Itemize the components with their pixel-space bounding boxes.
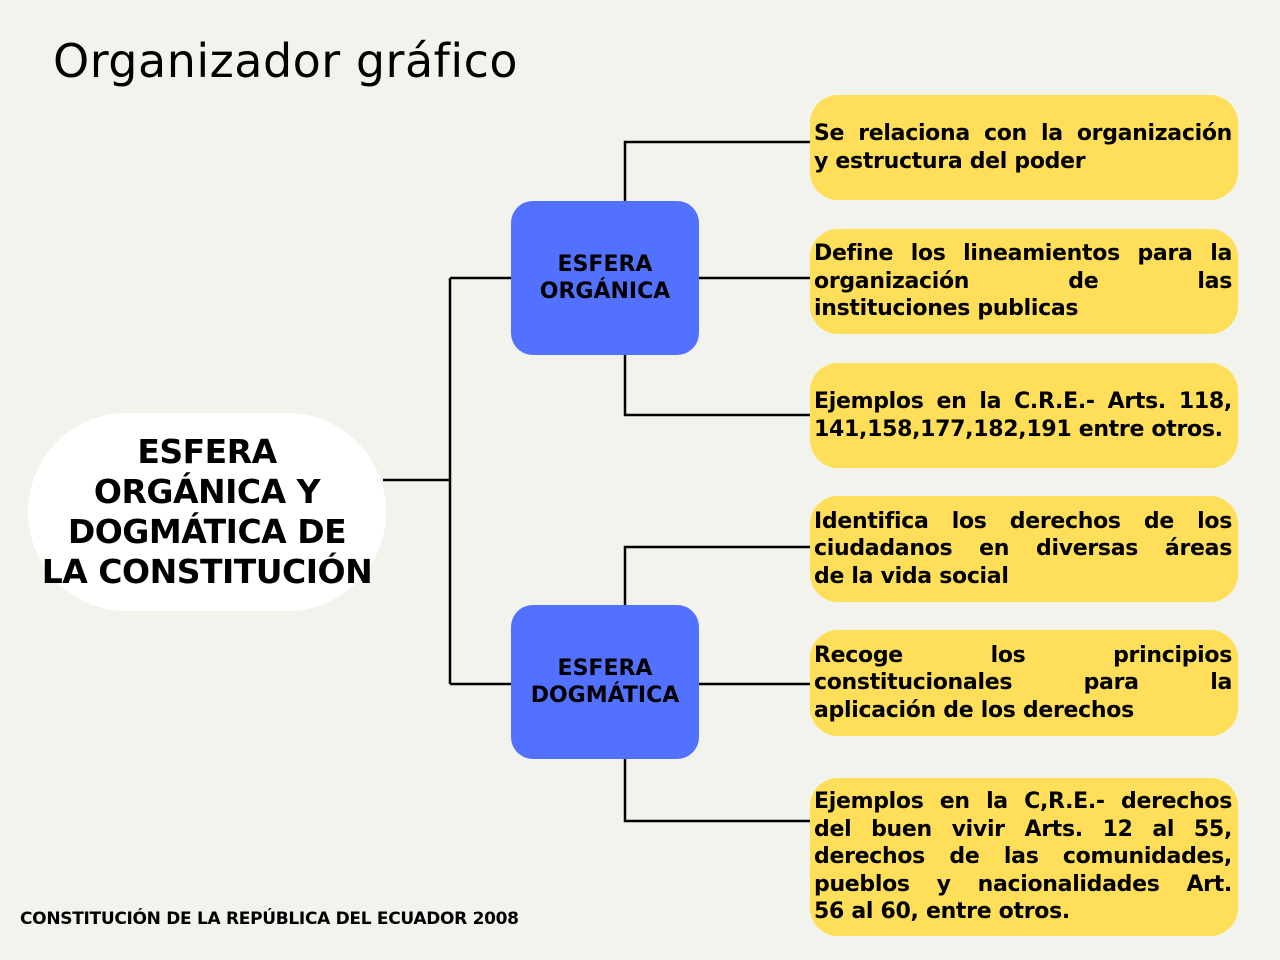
leaf-text-line: de la vida social	[814, 563, 1009, 589]
leaf-text-line: pueblos y nacionalidades Art.	[814, 871, 1232, 897]
root-line: ESFERA	[137, 432, 277, 471]
leaf-text-line: y estructura del poder	[814, 148, 1086, 174]
leaf-text-line: Ejemplos en la C,R.E.- derechos	[814, 789, 1232, 815]
connector-dogmatica	[623, 545, 810, 823]
leaf-text-line: constitucionales para la	[814, 670, 1232, 696]
leaf-text-line: Se relaciona con la organización	[814, 121, 1232, 146]
node-label: ESFERA	[557, 252, 653, 277]
leaf-text-line: instituciones publicas	[814, 296, 1079, 322]
leaf-text-line: organización de las	[814, 268, 1232, 294]
leaf-box: Ejemplos en la C.R.E.- Arts. 118,141,158…	[810, 363, 1238, 468]
leaf-text-line: derechos de las comunidades,	[814, 844, 1232, 870]
node-label: DOGMÁTICA	[530, 683, 680, 708]
leaf-text-line: Ejemplos en la C.R.E.- Arts. 118,	[814, 389, 1232, 414]
leaf-text-line: Recoge los principios	[814, 642, 1232, 668]
leaf-text-line: Define los lineamientos para la	[814, 241, 1232, 267]
root-line: LA CONSTITUCIÓN	[41, 552, 373, 591]
root-line: ORGÁNICA Y	[93, 472, 321, 511]
node-label: ORGÁNICA	[539, 279, 671, 304]
leaf-text-line: del buen vivir Arts. 12 al 55,	[814, 816, 1232, 842]
root-node: ESFERA ORGÁNICA Y DOGMÁTICA DE LA CONSTI…	[28, 413, 386, 611]
leaf-text-line: 141,158,177,182,191 entre otros.	[814, 416, 1223, 442]
leaf-text-line: ciudadanos en diversas áreas	[814, 536, 1232, 562]
page-title: Organizador gráfico	[53, 34, 519, 88]
node-esfera-organica: ESFERA ORGÁNICA	[511, 201, 699, 355]
node-esfera-dogmatica: ESFERA DOGMÁTICA	[511, 605, 699, 759]
root-line: DOGMÁTICA DE	[67, 512, 347, 551]
footer-caption: CONSTITUCIÓN DE LA REPÚBLICA DEL ECUADOR…	[20, 909, 519, 929]
connector-root	[383, 276, 511, 686]
leaf-text-line: 56 al 60, entre otros.	[814, 899, 1070, 925]
leaf-text-line: aplicación de los derechos	[814, 697, 1134, 723]
leaf-text-line: Identifica los derechos de los	[814, 508, 1232, 534]
connector-organica	[623, 140, 810, 417]
node-label: ESFERA	[557, 656, 653, 681]
